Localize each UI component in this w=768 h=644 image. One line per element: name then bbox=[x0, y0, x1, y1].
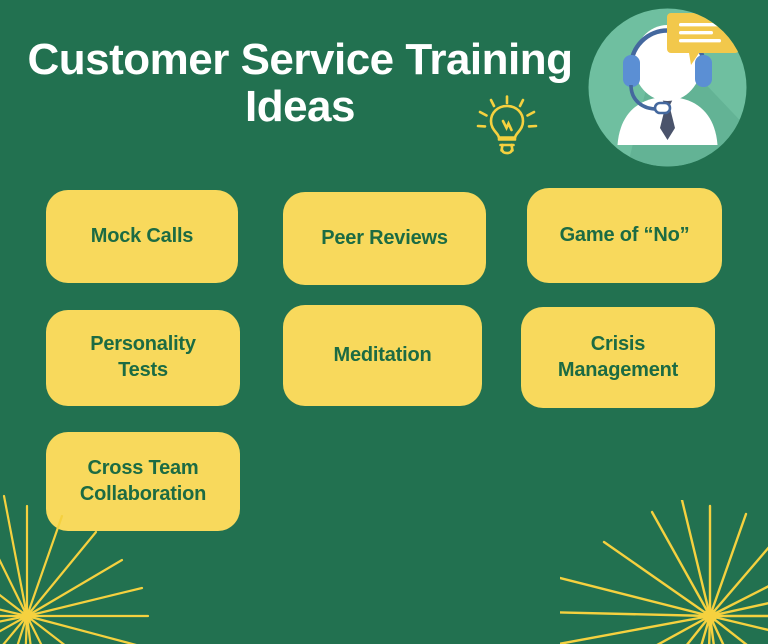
idea-card-label: Personality Tests bbox=[90, 332, 196, 383]
idea-card-crisis-management[interactable]: Crisis Management bbox=[521, 307, 715, 408]
lightbulb-icon bbox=[476, 95, 538, 155]
idea-card-label-line-2: Tests bbox=[118, 359, 168, 381]
page-title-line-1: Customer Service Training bbox=[27, 35, 573, 84]
idea-card-label-line-2: Management bbox=[557, 358, 679, 381]
customer-support-agent-icon bbox=[588, 8, 747, 167]
starburst-icon-right bbox=[560, 500, 768, 644]
idea-card-cross-team-collaboration[interactable]: Cross Team Collaboration bbox=[46, 432, 240, 531]
agent-headset-right-cup bbox=[695, 55, 712, 87]
idea-card-label-line-1: Cross Team bbox=[87, 456, 199, 479]
idea-card-mock-calls[interactable]: Mock Calls bbox=[46, 190, 238, 283]
idea-card-label-line-1: Crisis bbox=[590, 332, 646, 355]
agent-mic-boom bbox=[629, 84, 658, 111]
idea-card-label-line-1: Personality bbox=[90, 333, 196, 356]
idea-card-game-of-no[interactable]: Game of “No” bbox=[527, 188, 722, 283]
agent-mic-tip bbox=[653, 101, 672, 115]
idea-card-label-line-2: Collaboration bbox=[79, 482, 207, 505]
idea-card-label: Game of “No” bbox=[559, 223, 690, 246]
page-title-line-2: Ideas bbox=[244, 82, 356, 132]
idea-card-label: Mock Calls bbox=[90, 224, 194, 247]
idea-card-label: Cross Team Collaboration bbox=[80, 456, 206, 507]
idea-card-label: Meditation bbox=[333, 343, 432, 366]
idea-card-personality-tests[interactable]: Personality Tests bbox=[46, 310, 240, 406]
idea-card-label: Crisis Management bbox=[558, 332, 678, 383]
agent-headset-left-cup bbox=[623, 55, 640, 87]
idea-card-label: Peer Reviews bbox=[321, 226, 448, 249]
idea-card-meditation[interactable]: Meditation bbox=[283, 305, 482, 406]
agent-tie bbox=[660, 97, 675, 140]
page-title: Customer Service Training Ideas bbox=[22, 36, 578, 130]
idea-card-peer-reviews[interactable]: Peer Reviews bbox=[283, 192, 486, 285]
